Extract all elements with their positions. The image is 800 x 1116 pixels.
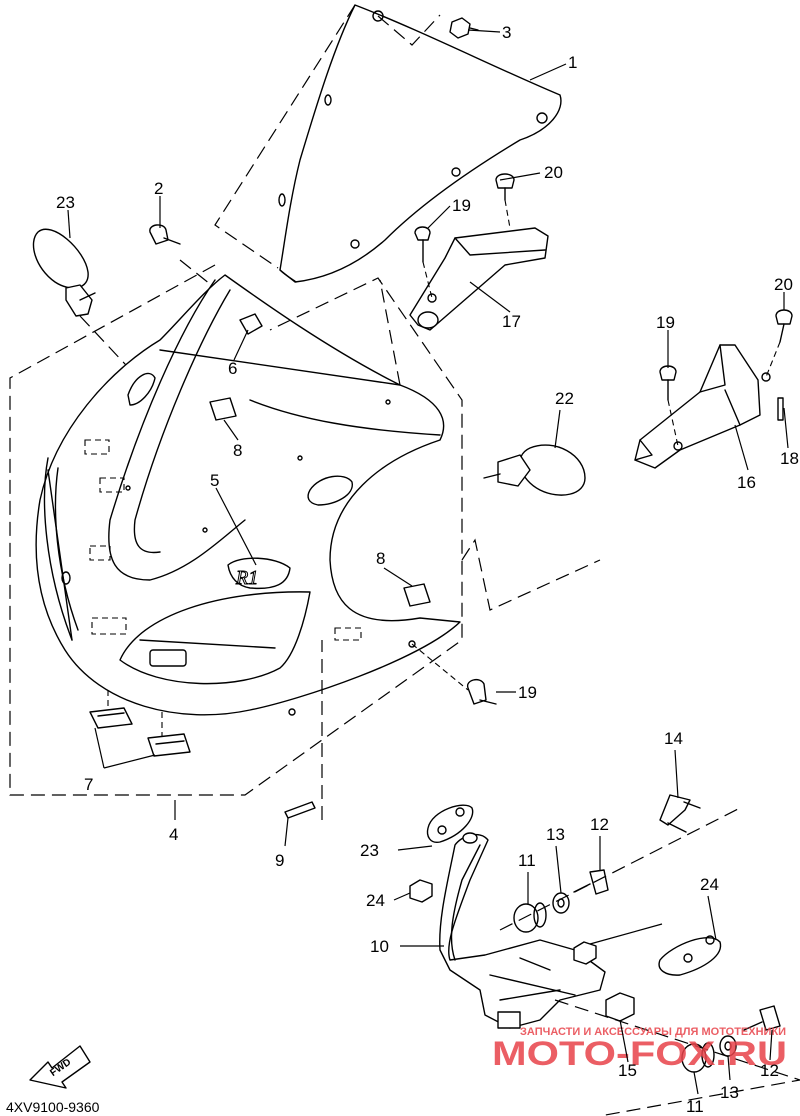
callout-2: 2	[154, 179, 163, 198]
callout-7: 7	[84, 775, 93, 794]
callout-10: 10	[370, 937, 389, 956]
stay-plate-23-left	[426, 804, 474, 843]
tape-9	[284, 801, 316, 819]
diagram-code: 4XV9100-9360	[6, 1099, 100, 1115]
callout-14: 14	[664, 729, 683, 748]
callout-24-left: 24	[366, 891, 385, 910]
fwd-arrow-icon: FWD	[29, 1045, 91, 1089]
callout-21: 22	[555, 389, 574, 408]
callout-1: 1	[568, 53, 577, 72]
upper-fairing-4: R1	[35, 274, 461, 716]
callout-16: 16	[737, 473, 756, 492]
callout-20-upper: 20	[544, 163, 563, 182]
dashed-guide-line	[461, 538, 601, 611]
callout-13-upper: 13	[546, 825, 565, 844]
bolt-12-lower	[743, 1005, 781, 1031]
callout-19-right: 19	[656, 313, 675, 332]
screw-19-lower	[466, 678, 497, 705]
callout-17: 17	[502, 312, 521, 331]
dashed-guide-line	[765, 341, 781, 378]
dashed-assembly-boundary	[9, 264, 463, 796]
stay-14	[659, 794, 701, 833]
nut-15	[605, 992, 635, 1022]
watermark-brand: MOTO-FOX.RU	[492, 1035, 787, 1073]
dashed-guide-line	[554, 999, 800, 1116]
callout-3: 3	[502, 23, 511, 42]
callout-23-right: 24	[700, 875, 719, 894]
watermark: ЗАПЧАСТИ И АКСЕССУАРЫ ДЛЯ МОТОТЕХНИКИ MO…	[492, 1026, 787, 1073]
dashed-guide-line	[504, 199, 511, 229]
side-cowling-bracket-16	[634, 344, 771, 469]
screw-19-right	[659, 365, 677, 401]
nut-24-left	[409, 879, 433, 903]
mirror-left-22	[32, 228, 96, 317]
screw-2	[149, 224, 181, 245]
callout-11-upper: 11	[518, 851, 536, 870]
dashed-guide-line	[422, 261, 433, 299]
callout-8-upper: 8	[233, 441, 242, 460]
fairing-stay-10	[439, 832, 606, 1029]
callout-23-left: 23	[360, 841, 379, 860]
callout-22: 23	[56, 193, 75, 212]
dashed-guide-line	[377, 14, 441, 46]
pad-18	[777, 397, 784, 421]
screw-3	[449, 17, 479, 39]
callout-12-lower: 12	[760, 1061, 779, 1080]
r1-logo: R1	[235, 567, 258, 589]
callout-15: 15	[618, 1061, 637, 1080]
screw-20-right	[775, 309, 793, 343]
callout-13-lower: 13	[720, 1083, 739, 1102]
dashed-guide-line	[499, 807, 741, 931]
grommet-7a	[89, 707, 133, 729]
leader-lines	[67, 29, 789, 1095]
stay-plate-23-right	[658, 935, 722, 976]
dashed-guide-line	[667, 399, 679, 447]
dashed-guide-line	[214, 4, 356, 269]
dashed-guide-line	[411, 643, 469, 691]
callout-20-right: 20	[774, 275, 793, 294]
dashed-guide-line	[379, 279, 401, 386]
callout-8-lower: 8	[376, 549, 385, 568]
side-cowling-bracket-17	[409, 227, 549, 331]
washer-13-lower	[719, 1035, 737, 1057]
callout-6: 6	[228, 359, 237, 378]
callout-19-lower: 19	[518, 683, 537, 702]
watermark-tagline: ЗАПЧАСТИ И АКСЕССУАРЫ ДЛЯ МОТОТЕХНИКИ	[520, 1026, 786, 1038]
callout-11-lower: 11	[686, 1097, 704, 1116]
clip-6	[239, 313, 263, 335]
callouts: 3 1 2 23 20 19 17 6 8 5 22 19 20 18 16 8…	[56, 23, 799, 1116]
callout-12-upper: 12	[590, 815, 609, 834]
grommet-7b	[147, 733, 191, 757]
callout-5: 5	[210, 471, 219, 490]
mirror-right-21	[483, 444, 586, 496]
screw-20-upper	[495, 173, 515, 201]
windscreen	[278, 4, 562, 283]
damper-11-upper	[513, 902, 547, 933]
callout-4: 4	[169, 825, 178, 844]
callout-9: 9	[275, 851, 284, 870]
clip-8-lower	[403, 583, 431, 607]
callout-19-upper: 19	[452, 196, 471, 215]
nut-24-right	[573, 941, 597, 965]
callout-18: 18	[780, 449, 799, 468]
clip-8-upper	[209, 397, 237, 421]
screw-19-upper	[414, 226, 431, 263]
